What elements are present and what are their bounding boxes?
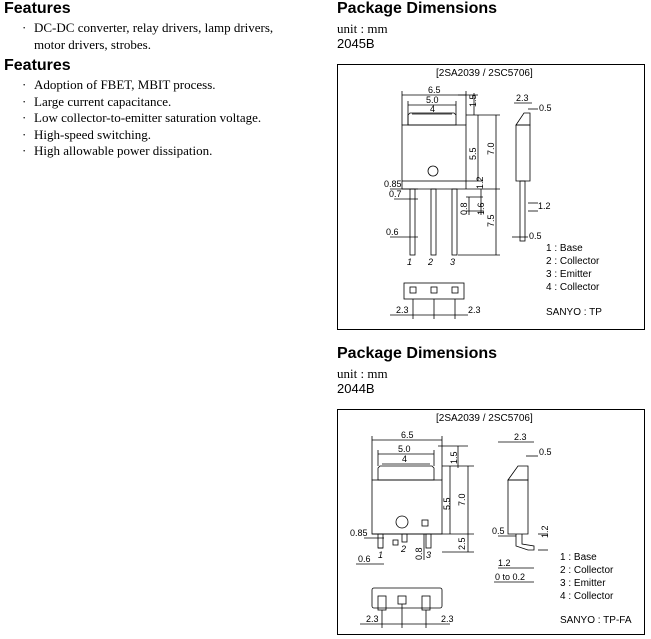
list-item: motor drivers, strobes. [34,36,151,52]
pin-legend-item: 2 : Collector [546,256,600,267]
dim-label: 0.5 [539,447,552,457]
bullet-icon: · [22,77,27,92]
dim-label: 6.5 [401,430,414,440]
dim-label: 0.85 [350,528,368,538]
bullet-icon: · [22,110,27,125]
dim-label: 0.8 [459,202,469,215]
side-body [515,124,531,182]
dim-label: 5.0 [398,444,411,454]
dim-label: 1.5 [449,451,459,464]
dim-label: 2.3 [441,614,454,624]
pin-legend-item: 1 : Base [546,243,583,254]
pin-number: 1 [407,257,412,267]
part-number-label: [2SA2039 / 2SC5706] [436,413,533,424]
bullet-icon: · [22,93,27,109]
pin-legend-item: 3 : Emitter [560,578,606,589]
package-dimensions-heading-2: Package Dimensions [337,345,498,362]
pin-number: 2 [427,257,433,267]
features-heading: Features [4,57,71,74]
pin-number: 3 [426,550,431,560]
package-body [401,124,467,182]
bottom-view [403,282,465,300]
dim-label: 2.3 [468,305,481,315]
dim-label: 2.3 [516,93,529,103]
manufacturer-label: SANYO : TP [546,307,602,318]
list-item: ·High-speed switching. [22,126,151,142]
dim-label: 2.3 [396,305,409,315]
bullet-icon: · [22,20,27,35]
pin-legend-item: 4 : Collector [560,591,614,602]
mark-circle [395,515,409,529]
list-item: ·High allowable power dissipation. [22,143,213,158]
dim-label: 7.5 [486,214,496,227]
dim-label: 4 [402,454,407,464]
package-code-2: 2044B [337,381,375,396]
dim-label: 2.3 [366,614,379,624]
dim-label: 2.5 [457,537,467,550]
package-drawing-frame-1: [2SA2039 / 2SC5706] 6.5 5.0 4 1.5 5.5 7.… [337,64,645,330]
dim-label: 4 [430,104,435,114]
dim-label: 1.5 [468,94,478,107]
dim-label: 1.2 [540,525,550,538]
dim-label: 0.5 [539,103,552,113]
pin-legend-item: 3 : Emitter [546,269,592,280]
mark-circle [427,165,439,177]
pin-number: 3 [450,257,455,267]
manufacturer-label: SANYO : TP-FA [560,615,632,626]
dim-label: 0.8 [414,547,424,560]
pin-number: 2 [400,544,406,554]
dim-label: 1.6 [476,202,486,215]
dim-label: 1.2 [498,558,511,568]
dim-label: 2.3 [514,432,527,442]
dim-label: 7.0 [457,493,467,506]
features-list-top: ·DC-DC converter, relay drivers, lamp dr… [22,20,273,53]
part-number-label: [2SA2039 / 2SC5706] [436,68,533,79]
package-drawing-frame-2: [2SA2039 / 2SC5706] 6.5 5.0 4 1.5 5.5 7.… [337,409,645,635]
package-dimensions-heading-1: Package Dimensions [337,0,498,17]
dim-label: 0.6 [358,554,371,564]
dim-label: 5.0 [426,95,439,105]
dim-label: 5.5 [442,497,452,510]
features-heading-top: Features [4,0,71,17]
bottom-view [371,587,443,609]
dim-label: 0.5 [529,231,542,241]
features-list: ·Adoption of FBET, MBIT process. ·Large … [22,77,261,160]
dim-label: 5.5 [468,147,478,160]
list-item: ·Large current capacitance. [22,93,172,109]
package-drawing-2: [2SA2039 / 2SC5706] 6.5 5.0 4 1.5 5.5 7.… [350,413,632,628]
package-drawing-1: [2SA2039 / 2SC5706] 6.5 5.0 4 1.5 5.5 7.… [384,68,602,319]
pin-legend-item: 4 : Collector [546,282,600,293]
dim-label: 1.2 [538,201,551,211]
dim-label: 0.6 [386,227,399,237]
dim-label: 0 to 0.2 [495,572,525,582]
list-item: ·Adoption of FBET, MBIT process. [22,77,216,92]
unit-label-1: unit : mm [337,21,388,36]
dim-label: 1.2 [475,176,485,189]
package-code-1: 2045B [337,36,375,51]
bullet-icon: · [22,126,27,142]
pin-legend-item: 2 : Collector [560,565,614,576]
side-body [507,479,529,535]
dim-label: 0.7 [389,189,402,199]
pin-number: 1 [378,550,383,560]
list-item: ·Low collector-to-emitter saturation vol… [22,110,262,125]
dim-label: 0.85 [384,179,402,189]
pin-legend-item: 1 : Base [560,552,597,563]
list-item: ·DC-DC converter, relay drivers, lamp dr… [22,20,274,35]
dim-label: 6.5 [428,85,441,95]
bullet-icon: · [22,143,27,158]
unit-label-2: unit : mm [337,366,388,381]
dim-label: 0.5 [492,526,505,536]
dim-label: 7.0 [486,142,496,155]
